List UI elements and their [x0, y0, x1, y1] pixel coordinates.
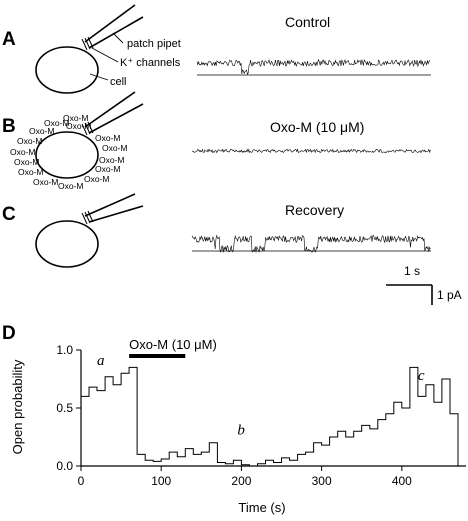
panel-a: A patch pipet K⁺ channels cell Control — [2, 4, 431, 94]
y-tick-label: 1.0 — [56, 343, 73, 357]
cell-diagram-b — [35, 131, 99, 179]
channels-pointer — [91, 47, 119, 63]
oxo-m-label: Oxo-M — [33, 177, 59, 187]
annotation-label: b — [237, 423, 245, 439]
oxo-m-treatment-bar — [129, 354, 186, 358]
trace-recovery — [191, 234, 431, 253]
x-tick-label: 400 — [392, 474, 412, 488]
oxo-m-label: Oxo-M — [99, 155, 125, 165]
trace-control — [196, 58, 431, 76]
x-tick-label: 200 — [231, 474, 251, 488]
oxo-m-label: Oxo-M — [29, 126, 55, 136]
cell-diagram-c — [35, 220, 99, 268]
panel-b: B Oxo-M Oxo-M Oxo-M Oxo-M Oxo-M Oxo-M Ox… — [2, 91, 431, 191]
oxo-m-label: Oxo-M — [95, 164, 121, 174]
oxo-m-label: Oxo-M — [44, 118, 70, 128]
treatment-label: Oxo-M (10 μM) — [129, 337, 217, 352]
oxo-m-labels: Oxo-M Oxo-M Oxo-M Oxo-M Oxo-M Oxo-M Oxo-… — [10, 113, 128, 191]
oxo-m-label: Oxo-M — [17, 136, 43, 146]
patch-pipet-b — [84, 91, 144, 134]
x-tick-label: 100 — [151, 474, 171, 488]
patch-pipet — [84, 4, 144, 49]
y-tick-label: 0.5 — [56, 401, 73, 415]
scale-time-label: 1 s — [404, 264, 420, 278]
label-patch-pipet: patch pipet — [127, 38, 181, 50]
open-probability-chart: Open probability Time (s) Oxo-M (10 μM) … — [10, 337, 466, 515]
y-tick-label: 0.0 — [56, 459, 73, 473]
k-channels-b — [81, 121, 94, 136]
annotation-label: a — [97, 353, 105, 369]
label-k-channels: K⁺ channels — [120, 57, 181, 69]
x-tick-label: 300 — [312, 474, 332, 488]
scale-current-label: 1 pA — [437, 288, 462, 302]
cell-diagram — [35, 46, 99, 94]
scale-bar: 1 s 1 pA — [386, 264, 462, 305]
k-channels-c — [81, 210, 94, 225]
oxo-m-label: Oxo-M — [10, 147, 36, 157]
k-channels — [81, 36, 94, 51]
oxo-m-label: Oxo-M — [58, 181, 84, 191]
open-probability-series — [81, 366, 459, 467]
panel-a-letter: A — [2, 29, 16, 50]
panel-c-letter: C — [2, 204, 16, 225]
panel-c: C Recovery 1 s 1 pA — [2, 193, 462, 305]
x-axis-label: Time (s) — [238, 500, 285, 515]
annotation-label: c — [418, 368, 425, 384]
panel-d-letter: D — [2, 323, 16, 344]
cell-pointer — [89, 73, 109, 81]
trace-oxo-m — [191, 148, 431, 154]
oxo-m-label: Oxo-M — [84, 174, 110, 184]
pipet-pointer — [112, 32, 124, 44]
y-axis-label: Open probability — [10, 359, 25, 454]
annotations: a b c — [97, 353, 425, 439]
tick-marks — [76, 349, 403, 471]
oxo-m-label: Oxo-M — [95, 133, 121, 143]
panel-d: D Open probability Time (s) Oxo-M (10 μM… — [2, 323, 466, 515]
x-tick-label: 0 — [78, 474, 85, 488]
oxo-m-label: Oxo-M — [14, 157, 40, 167]
oxo-m-label: Oxo-M — [66, 121, 92, 131]
patch-pipet-c — [84, 193, 144, 223]
oxo-m-label: Oxo-M — [102, 143, 128, 153]
trace-a-title: Control — [285, 14, 330, 30]
oxo-m-label: Oxo-M — [18, 167, 44, 177]
oxo-m-label: Oxo-M — [63, 113, 89, 123]
label-cell: cell — [110, 76, 127, 88]
panel-b-letter: B — [2, 116, 16, 137]
trace-c-title: Recovery — [285, 202, 344, 218]
trace-b-title: Oxo-M (10 μM) — [270, 119, 364, 135]
